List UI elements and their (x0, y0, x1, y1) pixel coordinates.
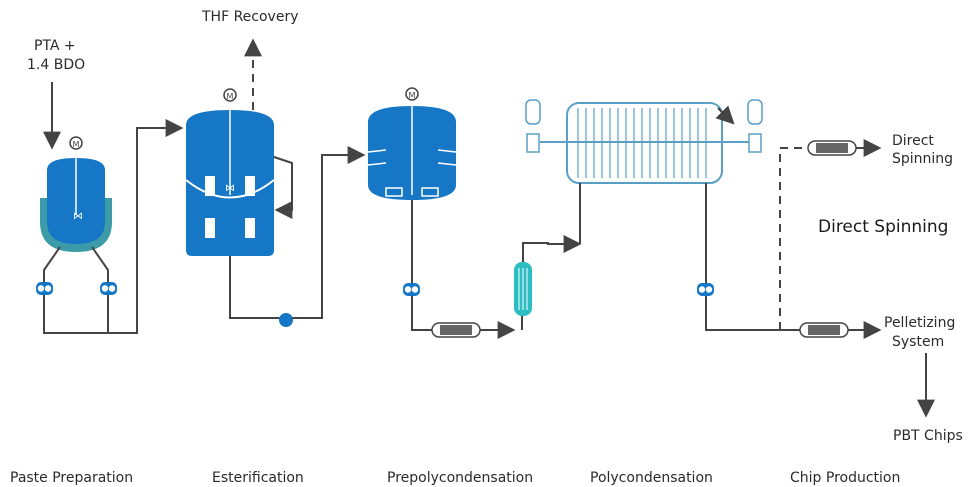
svg-text:M: M (73, 140, 80, 149)
direct-spinning-label: Direct Spinning (818, 217, 949, 237)
feed-label: PTA + (34, 38, 76, 54)
stage-chip-production: Chip Production (790, 470, 901, 486)
pump-circle-icon (279, 313, 293, 327)
pbt-chips-label: PBT Chips (893, 428, 963, 444)
pump-icon-1 (36, 282, 53, 295)
prepolycondensation-reactor (367, 96, 457, 200)
svg-text:M: M (409, 91, 416, 100)
svg-text:⋈: ⋈ (225, 183, 235, 194)
pelletizing-label: Pelletizing (884, 315, 956, 331)
polycondensation-reactor (525, 99, 763, 184)
svg-text:M: M (227, 92, 234, 101)
motor-icon: M (69, 136, 83, 150)
stage-esterification: Esterification (212, 470, 304, 486)
feed-label-line2: 1.4 BDO (27, 57, 86, 73)
direct-spinning-top-label-line2: Spinning (892, 151, 954, 167)
esterification-reactor: ⋈ (185, 100, 275, 256)
filter-unit-1 (431, 322, 481, 338)
thf-recovery-label: THF Recovery (202, 9, 299, 25)
pump-icon-2 (100, 282, 117, 295)
paste-tank: ⋈ (40, 82, 112, 252)
direct-spinning-top-label: Direct (892, 133, 934, 149)
stage-polycondensation: Polycondensation (590, 470, 713, 486)
stage-prepolycondensation: Prepolycondensation (387, 470, 534, 486)
svg-text:⋈: ⋈ (73, 211, 83, 222)
motor-icon-3: M (405, 87, 419, 101)
filter-unit-3 (799, 322, 849, 338)
motor-icon-2: M (223, 88, 237, 102)
stage-paste-preparation: Paste Preparation (10, 470, 134, 486)
filter-unit-2 (807, 140, 857, 156)
pelletizing-label-line2: System (892, 334, 945, 350)
pump-icon-3 (403, 283, 420, 296)
pump-icon-4 (697, 283, 714, 296)
heat-exchanger (514, 262, 532, 316)
